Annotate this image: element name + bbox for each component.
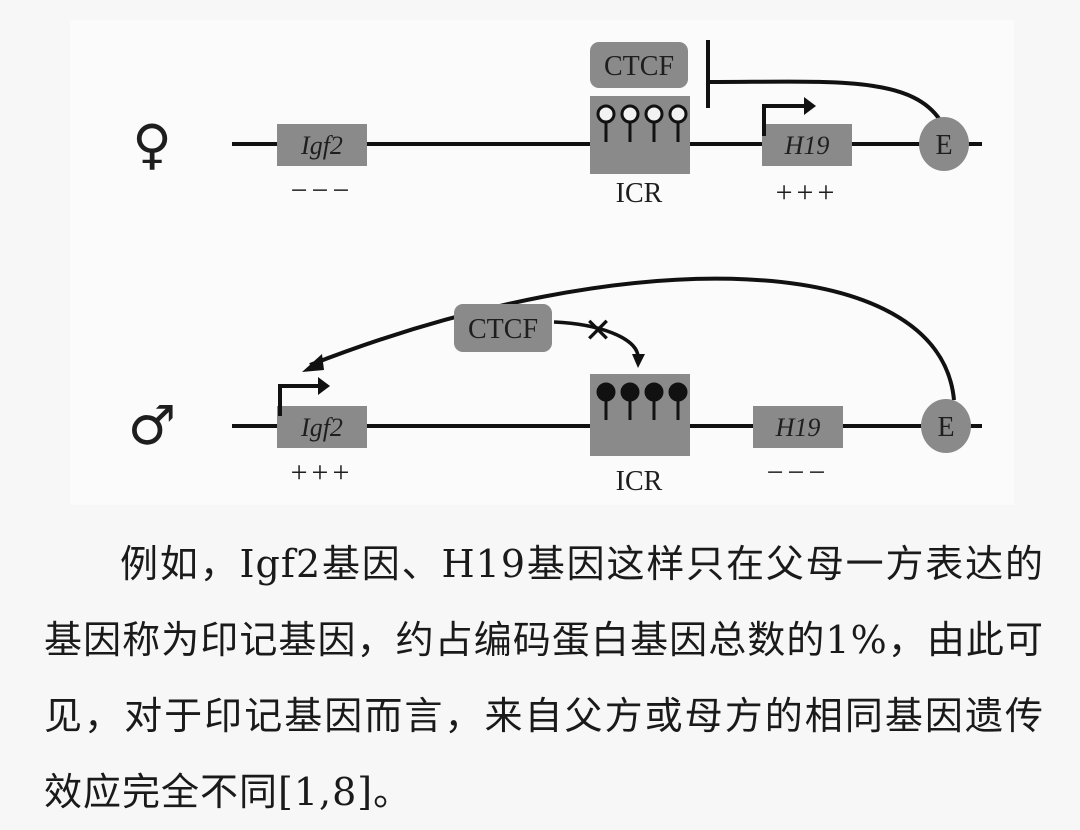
- male-allele: ♂ Igf2 +++ CTCF ✕: [128, 276, 982, 497]
- cpg-filled-circle: [596, 382, 616, 402]
- male-ctcf-box: [454, 304, 552, 352]
- male-icr-label: ICR: [616, 466, 663, 497]
- female-icr-label: ICR: [616, 178, 663, 209]
- female-enhancer: [919, 117, 969, 171]
- cpg-filled-circle: [620, 382, 640, 402]
- female-unmethylated-cpg: [596, 104, 688, 142]
- arrowhead-icon: [318, 377, 330, 395]
- cpg-open-circle: [596, 104, 616, 124]
- cpg-open-circle: [620, 104, 640, 124]
- caption-paragraph: 例如，Igf2基因、H19基因这样只在父母一方表达的基因称为印记基因，约占编码蛋…: [44, 542, 1044, 814]
- female-h19-promoter-arrow: [762, 104, 806, 136]
- male-ctcf-binding-arrow: [553, 320, 640, 357]
- male-enhancer-label: E: [937, 412, 954, 443]
- male-h19-label: H19: [775, 413, 821, 442]
- female-allele: ♀ Igf2 −−− CTCF ICR H19 +++: [132, 40, 982, 209]
- female-ctcf-label: CTCF: [604, 51, 674, 82]
- female-igf2-label: Igf2: [300, 131, 343, 160]
- arrowhead-icon: [302, 354, 324, 372]
- male-enhancer: [921, 399, 971, 453]
- female-h19-label: H19: [784, 131, 830, 160]
- arrowhead-icon: [632, 354, 645, 368]
- male-symbol: ♂: [128, 394, 176, 457]
- female-igf2-box: [277, 124, 367, 166]
- cpg-open-circle: [668, 104, 688, 124]
- male-igf2-box: [277, 406, 367, 448]
- binding-blocked-x-icon: ✕: [584, 313, 613, 350]
- female-igf2-expression: −−−: [291, 174, 354, 207]
- female-enhancer-loop: [709, 79, 942, 122]
- male-h19-expression: −−−: [767, 456, 830, 489]
- male-igf2-label: Igf2: [300, 413, 343, 442]
- male-igf2-promoter-arrow: [278, 384, 320, 416]
- male-igf2-expression: +++: [291, 456, 354, 489]
- cpg-filled-circle: [668, 382, 688, 402]
- female-ctcf-box: [590, 42, 688, 88]
- female-h19-box: [762, 124, 852, 166]
- arrowhead-icon: [804, 97, 816, 115]
- female-symbol: ♀: [132, 113, 172, 176]
- cpg-filled-circle: [644, 382, 664, 402]
- male-methylated-cpg: [596, 382, 688, 420]
- male-enhancer-loop: [309, 276, 956, 401]
- female-h19-expression: +++: [776, 176, 839, 209]
- male-h19-box: [753, 406, 843, 448]
- female-enhancer-label: E: [935, 130, 952, 161]
- diagram-svg: ♀ Igf2 −−− CTCF ICR H19 +++: [128, 40, 982, 497]
- male-ctcf-label: CTCF: [468, 314, 538, 345]
- cpg-open-circle: [644, 104, 664, 124]
- imprinting-diagram: ♀ Igf2 −−− CTCF ICR H19 +++: [70, 20, 1014, 505]
